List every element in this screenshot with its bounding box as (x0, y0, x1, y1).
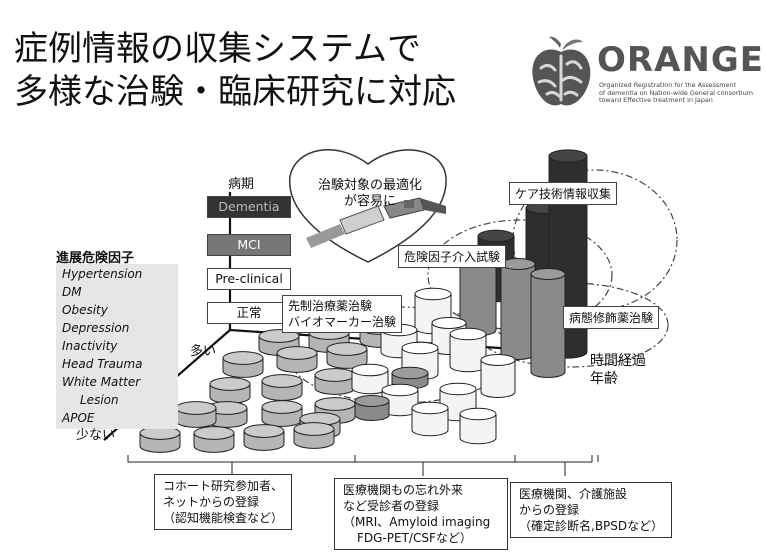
callout-preemptive-line-2: バイオマーカー治験 (288, 315, 397, 329)
data-cylinder (193, 426, 235, 453)
risk-factor-item: Lesion (80, 393, 119, 407)
heart-text-line-1: 治験対象の最適化 (318, 178, 423, 193)
data-cylinder (261, 400, 303, 427)
data-cylinder (209, 377, 251, 404)
time-axis-line-2: 年齢 (590, 371, 618, 387)
stage-normal: 正常 (207, 302, 291, 324)
device-icon (306, 197, 446, 248)
heart-text-line-2: が容易に (344, 194, 397, 209)
bottom-box-care-facility: 医療機関、介護施設 からの登録 （確定診断名,BPSDなど） (510, 482, 673, 538)
data-cylinder (276, 346, 318, 373)
bottom-box-cohort: コホート研究参加者、 ネットからの登録 （認知機能検査など） (154, 474, 293, 530)
data-cylinder (243, 424, 285, 451)
logo-wordmark: ORANGE (597, 40, 764, 80)
light-data-cylinder (411, 401, 449, 437)
data-cylinder (175, 401, 217, 428)
logo-subtitle-line: toward Effective treatment in Japan (599, 96, 713, 105)
bottom-box-line: コホート研究参加者、 (163, 479, 284, 493)
data-cylinder (314, 397, 356, 424)
callout-preemptive: 先制治療薬治験 バイオマーカー治験 (282, 295, 403, 333)
bottom-box-line: （認知機能検査など） (163, 511, 284, 525)
bottom-box-clinic: 医療機関もの忘れ外来 など受診者の登録 （MRI、Amyloid imaging… (334, 478, 508, 550)
data-cylinder (261, 374, 303, 401)
risk-factor-item: Head Trauma (62, 357, 143, 371)
stage-axis-title: 病期 (228, 177, 255, 192)
risk-factors-title: 進展危険因子 (56, 251, 135, 266)
bottom-box-line: FDG-PET/CSFなど） (357, 531, 472, 545)
light-data-cylinder (480, 354, 516, 398)
bottom-box-line: からの登録 (519, 503, 580, 517)
risk-factor-item: DM (62, 285, 82, 299)
stage-dementia: Dementia (207, 196, 291, 218)
mid-data-cylinder (500, 258, 536, 360)
risk-factor-item: Obesity (62, 303, 108, 317)
bottom-bracket (127, 455, 593, 463)
bottom-box-line: ネットからの登録 (163, 495, 260, 509)
mid-data-cylinder (530, 268, 566, 378)
callout-preemptive-line-1: 先制治療薬治験 (288, 299, 373, 313)
bottom-box-line: 医療機関もの忘れ外来 (343, 483, 464, 497)
title-line-2: 多様な治験・臨床研究に対応 (14, 72, 456, 112)
care-ellipse (512, 169, 678, 311)
bottom-box-line: など受診者の登録 (343, 499, 440, 513)
light-data-cylinder (459, 407, 497, 445)
mid-data-cylinder (354, 395, 390, 421)
logo-subtitle-line: Organized Registration for the Assessmen… (599, 81, 736, 89)
time-axis-label: 時間経過 年齢 (590, 352, 646, 388)
risk-more-label: 多い (190, 344, 217, 359)
risk-factor-item: Depression (62, 321, 130, 335)
risk-factor-item: Inactivity (62, 339, 118, 353)
risk-factors-list: Hypertension DM Obesity Depression Inact… (56, 264, 178, 429)
title-line-1: 症例情報の収集システムで (14, 29, 421, 69)
risk-factor-item: White Matter (62, 375, 141, 389)
bottom-box-line: （MRI、Amyloid imaging (343, 515, 491, 529)
callout-risk-trial: 危険因子介入試験 (398, 245, 507, 268)
light-data-cylinder (381, 383, 419, 417)
callout-disease-modifying: 病態修飾薬治験 (563, 306, 660, 329)
logo-subtitle: Organized Registration for the Assessmen… (599, 81, 755, 105)
risk-factor-item: APOE (62, 411, 95, 425)
time-axis-line-1: 時間経過 (590, 353, 646, 369)
risk-less-label: 少ない (76, 428, 116, 443)
heart-text: 治験対象の最適化 が容易に (318, 178, 422, 210)
risk-factor-item: Hypertension (62, 267, 143, 281)
stage-mci: MCI (207, 234, 291, 256)
bottom-box-line: 医療機関、介護施設 (519, 487, 628, 501)
stage-preclinical: Pre-clinical (207, 268, 291, 290)
data-cylinder (139, 426, 181, 453)
data-cylinder (326, 342, 368, 369)
light-data-cylinder (351, 363, 389, 395)
bottom-box-line: （確定診断名,BPSDなど） (519, 519, 664, 533)
orange-logo: ORANGE Organized Registration for the As… (527, 34, 763, 116)
slide-title: 症例情報の収集システムで 多様な治験・臨床研究に対応 (14, 28, 456, 114)
data-cylinder (314, 368, 356, 395)
data-cylinder (293, 422, 335, 449)
brain-apple-icon (532, 36, 591, 106)
callout-care: ケア技術情報収集 (509, 182, 618, 205)
logo-subtitle-line: of dementia on Nation-wide General conso… (599, 88, 753, 97)
data-cylinder (222, 351, 264, 378)
risk-trial-ellipse (427, 219, 613, 331)
